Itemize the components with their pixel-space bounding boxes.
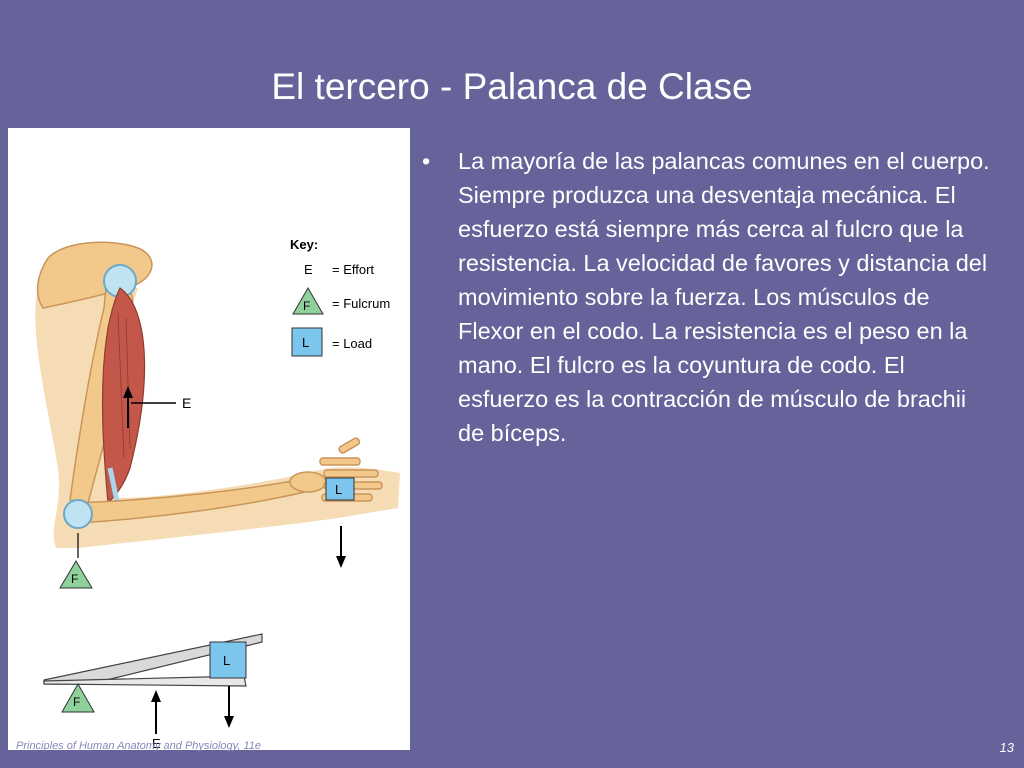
arm-load-box xyxy=(325,477,355,501)
arm-fulcrum-triangle xyxy=(59,560,93,589)
key-effort-symbol: E xyxy=(304,262,313,277)
lever-load-box xyxy=(209,641,247,679)
key-title: Key: xyxy=(290,237,318,252)
lever-bar-lower xyxy=(43,675,247,687)
bullet-list: • La mayoría de las palancas comunes en … xyxy=(420,144,992,450)
key-load-text: = Load xyxy=(332,336,372,351)
page-number: 13 xyxy=(999,740,1014,755)
key-effort-text: = Effort xyxy=(332,262,374,277)
lever-fulcrum-label: F xyxy=(73,695,80,709)
arm-load-label: L xyxy=(335,482,342,497)
lever-fulcrum-triangle xyxy=(61,682,95,713)
footer-source: Principles of Human Anatomy and Physiolo… xyxy=(16,740,261,752)
key-fulcrum-symbol: F xyxy=(303,299,310,313)
lever-illustration: E L F Key: E = Effort F = Fulcrum L = Lo… xyxy=(35,237,401,750)
key-load-symbol: L xyxy=(302,335,309,350)
key-load-box xyxy=(291,327,323,357)
key-fulcrum-triangle xyxy=(292,286,324,315)
arm-fulcrum-label: F xyxy=(71,572,78,586)
bullet-dot: • xyxy=(422,148,431,174)
key-fulcrum-text: = Fulcrum xyxy=(332,296,390,311)
arm-effort-label: E xyxy=(182,395,191,411)
lever-effort-label: E xyxy=(152,736,161,750)
elbow-joint xyxy=(63,499,93,529)
bullet-text: La mayoría de las palancas comunes en el… xyxy=(458,148,990,446)
lever-figure-panel: E L F Key: E = Effort F = Fulcrum L = Lo… xyxy=(8,128,410,750)
lever-load-label: L xyxy=(223,653,230,668)
slide-title: El tercero - Palanca de Clase xyxy=(271,66,753,107)
